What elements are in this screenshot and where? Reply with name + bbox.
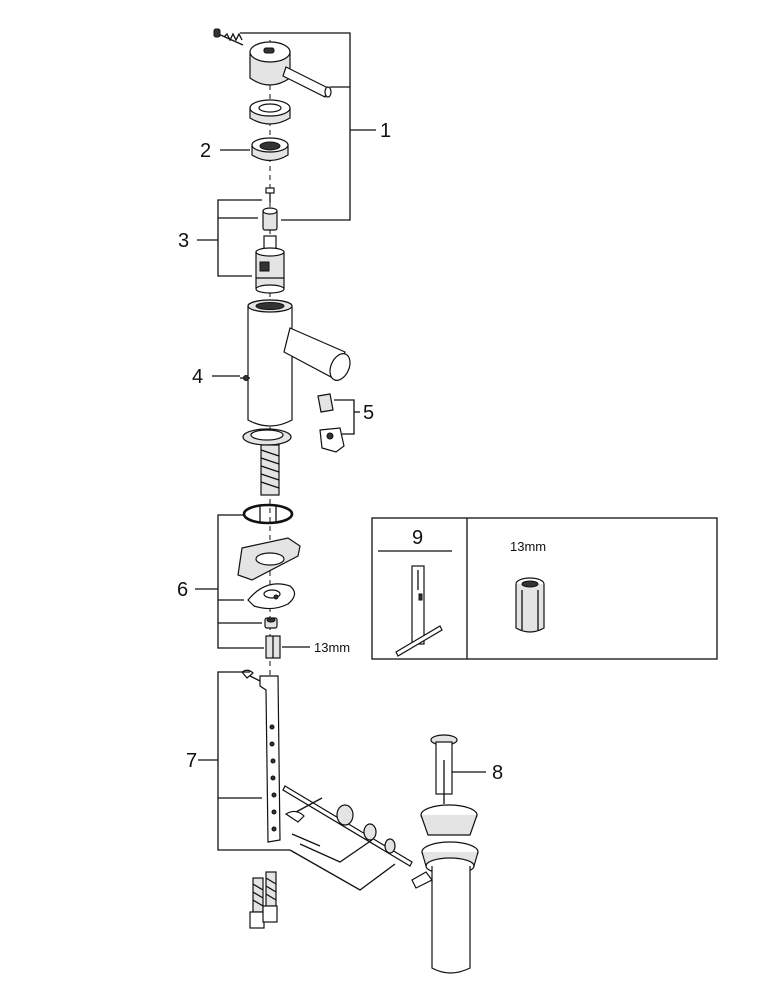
tool-nut-size-label: 13mm [510,539,546,554]
cap-ring-part [251,137,289,162]
nut-size-label: 13mm [314,640,350,655]
callout-4: 4 [192,366,203,388]
hex-socket-13mm-icon [515,577,545,633]
nut-part [264,617,278,629]
screw-part [265,187,275,202]
hex-nut-13mm-part [265,635,281,659]
waste-body-part [411,804,479,974]
callout-3: 3 [178,230,189,252]
pivot-rod-part [282,785,413,867]
callout-6: 6 [177,579,188,601]
callout-1: 1 [380,120,391,142]
lever-handle-part [213,28,332,98]
tool-info-box: 9 13mm [371,517,718,660]
clamp-plate-part [247,583,296,610]
cartridge-part [255,235,285,294]
connection-hoses-part [249,871,278,929]
callout-5: 5 [363,402,374,424]
callout-8: 8 [492,762,503,784]
aerator-part [317,393,345,453]
adapter-part [262,207,278,231]
lift-rod-part [241,669,281,843]
callout-leaders [195,32,486,891]
fixing-gasket-part [242,503,294,525]
pivot-seal-parts [336,804,396,854]
horseshoe-washer-part [237,537,301,581]
callout-2: 2 [200,140,211,162]
callout-7: 7 [186,750,197,772]
seal-ring-part [242,428,292,446]
cover-ring-part [249,99,291,125]
hex-key-tool [395,565,443,657]
pop-up-plug-part [430,734,458,804]
threaded-shank-part [260,444,280,496]
mixer-body-part [240,299,351,427]
tool-number-label: 9 [412,527,423,549]
